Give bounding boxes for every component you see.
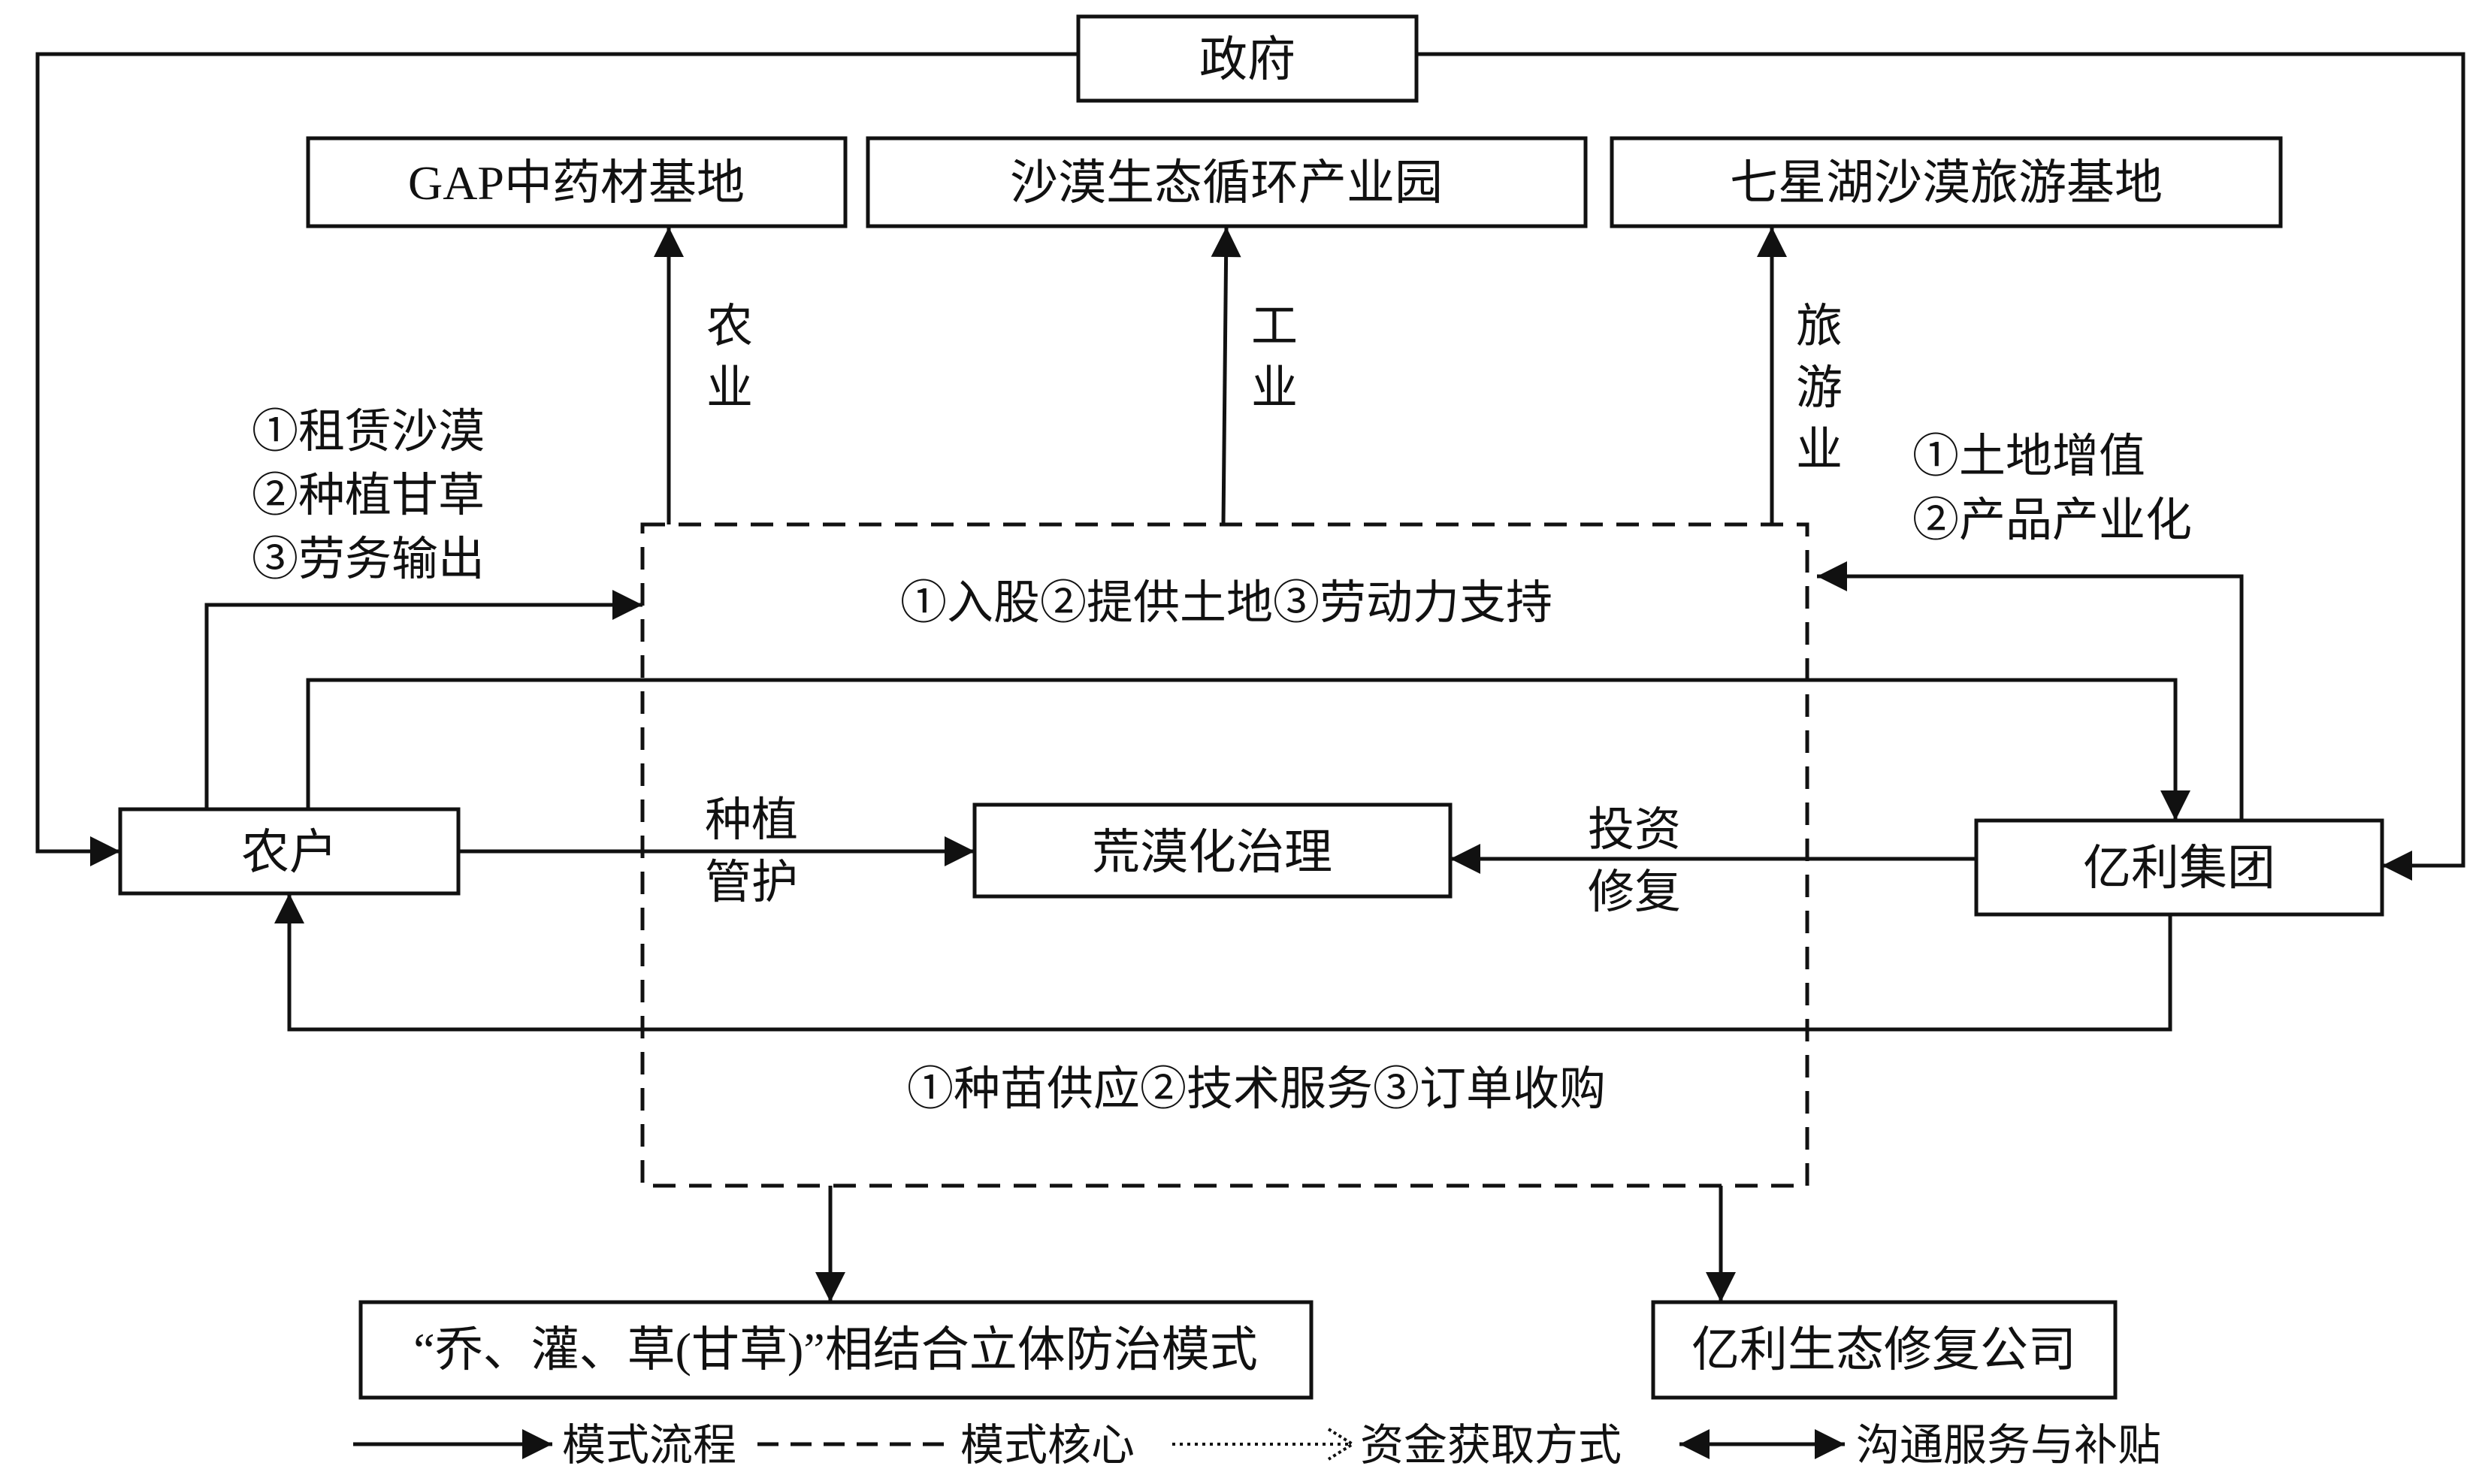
planting-care-label: 种植 管护 (705, 795, 798, 908)
legend-funding: 资金获取方式 (1172, 1421, 1622, 1470)
svg-text:③劳务输出: ③劳务输出 (252, 534, 485, 585)
svg-text:工: 工 (1251, 301, 1298, 352)
svg-text:②产品产业化: ②产品产业化 (1912, 495, 2192, 546)
svg-text:①土地增值: ①土地增值 (1912, 431, 2145, 482)
farmers-to-elion-arrow (306, 678, 2190, 821)
legend: 模式流程 模式核心 资金获取方式 沟通服务与补贴 (353, 1421, 2161, 1470)
elion-services-label: ①种苗供应②技术服务③订单收购 (907, 1064, 1606, 1115)
legend-flow: 模式流程 (353, 1421, 736, 1470)
svg-text:修复: 修复 (1588, 867, 1681, 918)
farmers-to-core-arrow (204, 590, 642, 809)
tourism-base-box: 七星湖沙漠旅游基地 (1610, 136, 2283, 228)
planting-model-box: “乔、灌、草(甘草)”相结合立体防治模式 (358, 1300, 1314, 1400)
farmer-actions-label: ①租赁沙漠 ②种植甘草 ③劳务输出 (252, 407, 485, 585)
invest-restore-label: 投资 修复 (1588, 805, 1681, 918)
desert-control-box: 荒漠化治理 (972, 802, 1453, 899)
farmers-box: 农户 (118, 807, 461, 896)
elion-group-label: 亿利集团 (2083, 842, 2275, 895)
desert-control-label: 荒漠化治理 (1092, 826, 1332, 879)
svg-text:业: 业 (706, 363, 753, 414)
elion-group-box: 亿利集团 (1974, 818, 2384, 917)
legend-core: 模式核心 (757, 1421, 1135, 1470)
gov-to-elion-arrow (1416, 52, 2465, 881)
svg-text:模式核心: 模式核心 (960, 1421, 1135, 1470)
legend-communication: 沟通服务与补贴 (1679, 1421, 2161, 1470)
elion-company-label: 亿利生态修复公司 (1691, 1323, 2076, 1377)
elion-to-farmers-arrow (274, 893, 2172, 1032)
eco-park-label: 沙漠生态循环产业园 (1010, 156, 1443, 210)
svg-text:游: 游 (1796, 363, 1843, 414)
elion-gains-label: ①土地增值 ②产品产业化 (1912, 431, 2192, 546)
agriculture-label: 农 业 (706, 301, 753, 414)
tourism-label: 旅 游 业 (1796, 301, 1843, 476)
tourism-base-label: 七星湖沙漠旅游基地 (1730, 156, 2163, 210)
elion-company-box: 亿利生态修复公司 (1651, 1300, 2118, 1400)
svg-text:旅: 旅 (1796, 301, 1843, 352)
svg-text:模式流程: 模式流程 (562, 1421, 736, 1470)
gap-base-label: GAP中药材基地 (408, 156, 745, 210)
farmer-contribution-label: ①入股②提供土地③劳动力支持 (900, 578, 1552, 629)
farmers-label: 农户 (241, 826, 337, 879)
svg-text:沟通服务与补贴: 沟通服务与补贴 (1856, 1421, 2161, 1470)
gap-base-box: GAP中药材基地 (306, 136, 848, 228)
svg-text:资金获取方式: 资金获取方式 (1360, 1421, 1622, 1470)
svg-text:农: 农 (706, 301, 753, 352)
planting-model-label: “乔、灌、草(甘草)”相结合立体防治模式 (413, 1323, 1257, 1377)
svg-text:①租赁沙漠: ①租赁沙漠 (252, 407, 485, 458)
elion-to-core-arrow (1817, 561, 2244, 821)
eco-park-box: 沙漠生态循环产业园 (866, 136, 1588, 228)
svg-text:②种植甘草: ②种植甘草 (252, 470, 485, 521)
industry-arrow (1211, 226, 1241, 525)
industry-label: 工 业 (1251, 301, 1298, 414)
government-box: 政府 (1076, 14, 1419, 103)
svg-text:种植: 种植 (705, 795, 798, 846)
government-label: 政府 (1199, 33, 1295, 86)
svg-text:管护: 管护 (705, 857, 798, 908)
svg-text:投资: 投资 (1588, 805, 1681, 856)
gov-to-farmers-arrow (35, 52, 1078, 866)
svg-text:业: 业 (1796, 425, 1843, 476)
svg-text:业: 业 (1251, 363, 1298, 414)
